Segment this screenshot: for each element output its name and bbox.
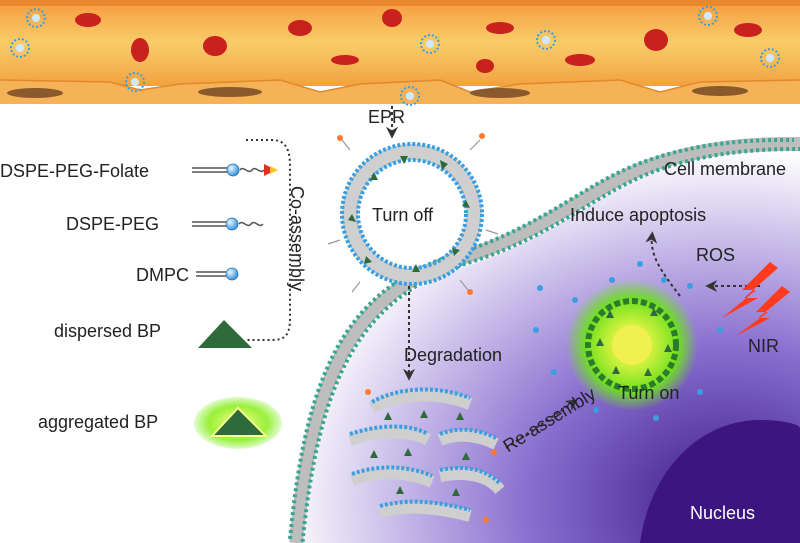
rbc — [131, 38, 149, 62]
epr-label: EPR — [368, 107, 406, 127]
rbc — [288, 20, 312, 36]
turn-off-label: Turn off — [372, 205, 434, 225]
nir-lightning-icon — [722, 262, 790, 336]
legend-item-aggregated-bp: aggregated BP — [38, 412, 159, 432]
co-assembly-label: Co-assembly — [287, 186, 307, 292]
liposome-intact — [327, 133, 499, 295]
rbc — [75, 13, 101, 27]
rbc — [331, 55, 359, 65]
nucleus — [640, 420, 800, 543]
cell-membrane — [288, 136, 800, 543]
rbc — [734, 23, 762, 37]
legend-item-dispersed-bp: dispersed BP — [54, 321, 162, 341]
liposome-fragments — [348, 387, 505, 523]
bp-aggregate — [566, 279, 698, 411]
legend-glyphs — [192, 163, 282, 449]
cell-membrane-label: Cell membrane — [664, 159, 787, 179]
nir-label: NIR — [748, 336, 779, 356]
induce-apoptosis-label: Induce apoptosis — [570, 205, 707, 225]
degradation-label: Degradation — [404, 345, 503, 365]
cell-body — [305, 150, 800, 543]
ros-label: ROS — [696, 245, 736, 265]
rbc — [644, 29, 668, 51]
legend-item-dmpc: DMPC — [136, 265, 189, 285]
rbc — [565, 54, 595, 66]
legend-item-dspe-peg-folate: DSPE-PEG-Folate — [0, 161, 150, 181]
nucleus-label: Nucleus — [690, 503, 756, 523]
rbc — [203, 36, 227, 56]
blood-vessel — [0, 0, 800, 106]
legend-item-dspe-peg: DSPE-PEG — [66, 214, 160, 234]
rbc — [486, 22, 514, 34]
rbc — [382, 9, 402, 27]
turn-on-label: Turn on — [618, 383, 680, 403]
rbc — [476, 59, 494, 73]
